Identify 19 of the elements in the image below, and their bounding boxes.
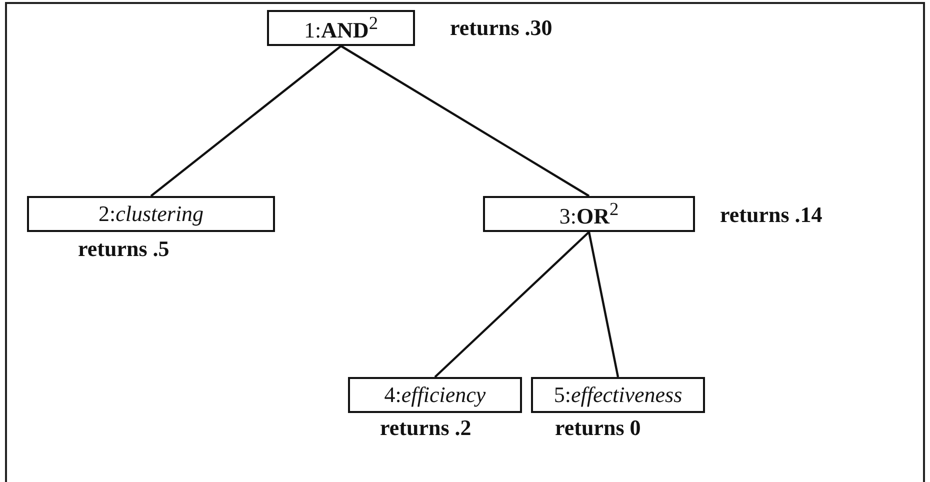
node-label: 4:efficiency	[384, 384, 486, 406]
node-label: 5:effectiveness	[554, 384, 682, 406]
node-label: 1:AND$^{2}$	[304, 14, 378, 42]
node-label: 3:OR$^{2}$	[559, 200, 619, 228]
connector-line	[588, 232, 620, 378]
query-node-box	[27, 196, 275, 232]
query-node-box	[348, 377, 522, 413]
query-node-box	[267, 10, 415, 46]
return-value-label: returns .14	[720, 202, 822, 228]
connector-line	[434, 231, 590, 378]
node-label: 2:clustering	[98, 203, 204, 225]
query-node-box	[531, 377, 705, 413]
query-node-box	[483, 196, 695, 232]
return-value-label: returns .5	[78, 236, 170, 262]
connector-line	[340, 45, 590, 197]
connector-line	[150, 45, 342, 197]
return-value-label: returns 0	[555, 415, 641, 441]
return-value-label: returns .30	[450, 15, 552, 41]
return-value-label: returns .2	[380, 415, 472, 441]
